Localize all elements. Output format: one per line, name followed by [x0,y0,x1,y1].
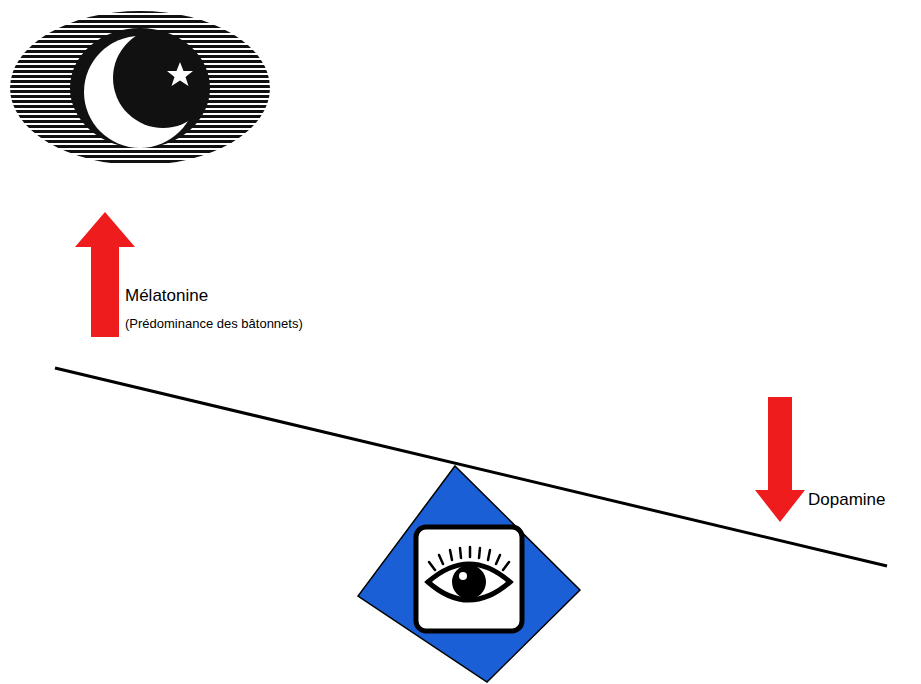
hormone-label: Mélatonine [125,286,208,306]
note-label: (Prédominance des bâtonnets) [125,316,303,332]
eye-fulcrum [358,466,580,682]
night-symbol [0,0,300,200]
hormone-label: Dopamine [808,490,886,510]
dopamine-down-arrow [755,397,805,522]
